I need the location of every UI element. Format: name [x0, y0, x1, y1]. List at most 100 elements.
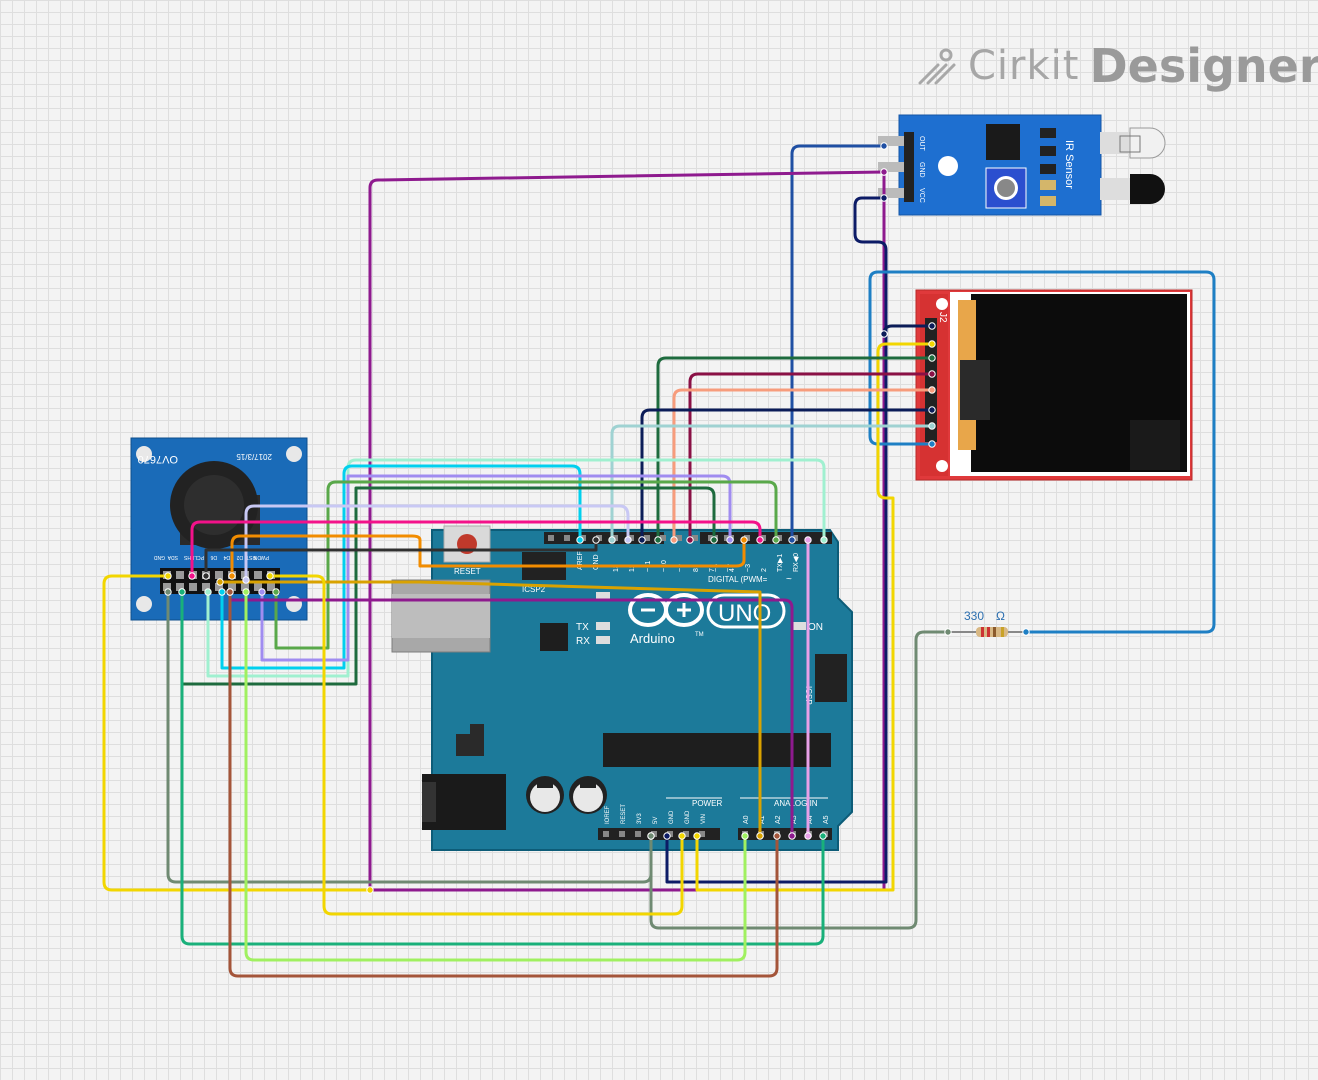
wire: [190, 520, 762, 578]
wire-endpoint: [928, 386, 936, 394]
camera-pin-hole: [163, 583, 171, 591]
wire: [228, 590, 794, 838]
icsp-header: [815, 654, 847, 702]
wire: [180, 590, 825, 946]
wire: [649, 630, 950, 930]
power-pin-label: VIN: [701, 814, 707, 824]
power-pin-label: GND: [669, 810, 675, 824]
resistor-value-label: 330: [964, 609, 984, 623]
usb-chip: [540, 623, 568, 651]
wire: [368, 170, 886, 892]
wire-endpoint: [880, 330, 888, 338]
wire-endpoint: [592, 536, 600, 544]
wire-endpoint: [258, 588, 266, 596]
wire-endpoint: [928, 322, 936, 330]
wire-endpoint: [204, 588, 212, 596]
wire-endpoint: [819, 832, 827, 840]
resistor-unit-label: Ω: [996, 609, 1005, 623]
digital-pin-hole: [548, 535, 554, 541]
wire: [180, 486, 716, 686]
camera-pin-hole: [254, 583, 262, 591]
analog-pin-label: A0: [743, 815, 750, 824]
camera-pin-hole: [176, 571, 184, 579]
tx-label: TX: [576, 622, 589, 633]
tft-display-module[interactable]: J2: [915, 289, 1193, 481]
ir-pin-label: GND: [918, 162, 925, 178]
wire-endpoint: [928, 440, 936, 448]
ir-led-indicator: [938, 156, 958, 176]
wire-endpoint: [226, 588, 234, 596]
wire-endpoint: [242, 588, 250, 596]
arduino-uno-board[interactable]: RESET ICSP2 ICSP TX RX ON UNO Arduino TM…: [391, 525, 853, 851]
power-pin-label: IOREF: [605, 805, 611, 824]
gnd-label: GND: [593, 554, 600, 570]
camera-pin-label: GND: [154, 554, 166, 560]
comparator-chip: [986, 124, 1020, 160]
digital-pin-label: RX◀0: [793, 553, 800, 572]
wire: [640, 408, 934, 542]
wire: [244, 590, 747, 962]
wire-endpoint: [820, 536, 828, 544]
camera-pin-hole: [215, 583, 223, 591]
analog-pin-label: A5: [823, 815, 830, 824]
wire-endpoint: [164, 572, 172, 580]
wire-endpoint: [228, 572, 236, 580]
wire: [204, 538, 598, 578]
power-pin-hole: [635, 831, 641, 837]
display-header-label: J2: [937, 312, 948, 323]
camera-model-label: OV7670: [138, 453, 178, 465]
digital-pin-label: ~3: [745, 564, 752, 572]
resistor-330[interactable]: [948, 627, 1026, 637]
wire-endpoint: [944, 628, 952, 636]
wire-endpoint: [576, 536, 584, 544]
wire: [695, 342, 934, 892]
wire: [610, 424, 934, 542]
wire-endpoint: [880, 194, 888, 202]
digital-pin-hole: [660, 535, 666, 541]
wire-endpoint: [756, 832, 764, 840]
wire-endpoint: [788, 832, 796, 840]
brand-name: Cirkit: [968, 43, 1080, 89]
digital-pin-label: ~6: [725, 564, 732, 572]
aref-label: AREF: [577, 551, 584, 570]
camera-pin-label: D6: [210, 554, 217, 560]
camera-pin-hole: [176, 583, 184, 591]
camera-pin-label: SDA: [167, 554, 178, 560]
camera-pin-label: RST: [246, 554, 256, 560]
wire: [218, 580, 762, 838]
wire-endpoint: [928, 422, 936, 430]
analog-pin-label: A4: [807, 815, 814, 824]
digital-pin-label: 7: [709, 568, 716, 572]
camera-pin-label: PWDN: [253, 554, 269, 560]
wire-endpoint: [647, 832, 655, 840]
ir-emitter-led: [1100, 127, 1166, 159]
digital-pin-hole: [564, 535, 570, 541]
arduino-model-label: UNO: [718, 600, 771, 627]
camera-pin-hole: [228, 583, 236, 591]
power-label: POWER: [692, 799, 722, 808]
digital-pin-label: 8: [693, 568, 700, 572]
arduino-logo: [628, 593, 786, 629]
wire: [790, 144, 886, 542]
wire-endpoint: [726, 536, 734, 544]
camera-pin-hole: [202, 583, 210, 591]
wire-endpoint: [266, 572, 274, 580]
ir-receiver-led: [1100, 174, 1165, 204]
analog-pin-label: A1: [759, 815, 766, 824]
wire-endpoint: [608, 536, 616, 544]
reset-button[interactable]: [443, 525, 491, 563]
capacitor-2: [569, 776, 607, 814]
on-label: ON: [808, 622, 823, 633]
brand-product: Designer: [1089, 39, 1318, 93]
camera-pin-hole: [254, 571, 262, 579]
wire-endpoint: [804, 832, 812, 840]
camera-pin-label: D2: [236, 554, 243, 560]
power-pin-label: 5V: [653, 817, 659, 824]
digital-pin-hole: [676, 535, 682, 541]
digital-pin-label: ~5: [713, 564, 720, 572]
wire: [274, 480, 778, 650]
